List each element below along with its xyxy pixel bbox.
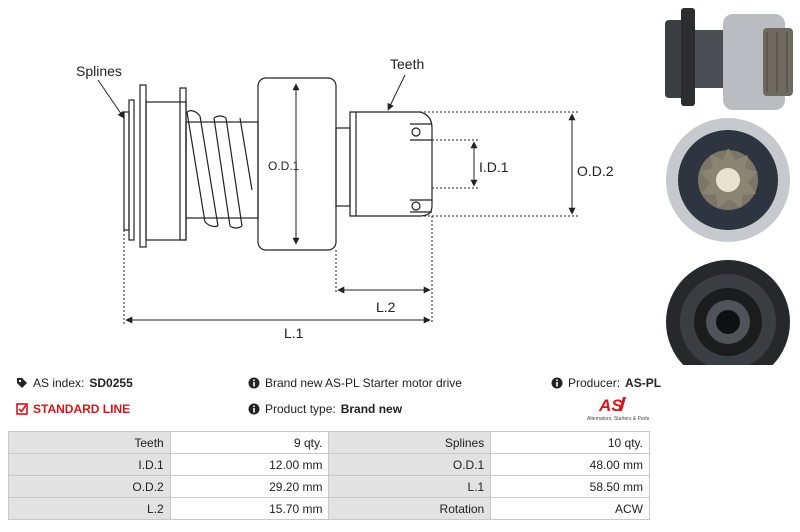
product-type-label: Product type: (265, 402, 336, 416)
product-info: AS index: SD0255 STANDARD LINE Brand new… (0, 370, 800, 428)
as-index-value: SD0255 (89, 376, 133, 390)
description: Brand new AS-PL Starter motor drive (248, 376, 462, 390)
spec-value: 12.00 mm (169, 453, 330, 476)
flange-plate (128, 99, 135, 241)
as-index-label: AS index: (33, 376, 85, 390)
logo-mark: AS (598, 396, 623, 415)
logo-subtitle: Alternators, Starters & Parts (587, 416, 650, 422)
as-pl-logo: AS Alternators, Starters & Parts (587, 396, 650, 422)
spec-label: I.D.1 (8, 453, 171, 476)
producer-label: Producer: (568, 376, 621, 390)
product-photo-side (665, 8, 793, 110)
standard-line-label: STANDARD LINE (33, 402, 131, 416)
table-row: I.D.1 12.00 mm O.D.1 48.00 mm (8, 453, 650, 476)
splines-leader (97, 79, 125, 119)
label-od1: O.D.1 (268, 159, 300, 173)
teeth-leader (387, 74, 406, 111)
spec-label: Teeth (8, 431, 171, 454)
tag-icon (17, 378, 27, 388)
label-teeth: Teeth (390, 56, 424, 72)
description-text: Brand new AS-PL Starter motor drive (265, 376, 462, 390)
product-photo-gear-front (666, 118, 790, 242)
spec-label: L.2 (8, 497, 171, 520)
spec-value: 29.20 mm (169, 475, 330, 498)
product-type-value: Brand new (340, 402, 403, 416)
info-icon (551, 377, 563, 389)
spec-label: L.1 (328, 475, 492, 498)
as-index: AS index: SD0255 (16, 376, 133, 390)
product-photo-back (666, 260, 790, 365)
label-splines: Splines (76, 63, 122, 79)
product-type: Product type: Brand new (248, 402, 402, 416)
table-row: Teeth 9 qty. Splines 10 qty. (8, 431, 650, 454)
flange-outer (123, 111, 130, 231)
spec-value: 10 qty. (490, 431, 650, 454)
spec-label: Splines (328, 431, 492, 454)
label-l1: L.1 (284, 325, 304, 341)
spec-value: 9 qty. (169, 431, 330, 454)
spec-label: O.D.2 (8, 475, 171, 498)
info-icon (248, 377, 260, 389)
spring-lines (186, 111, 253, 227)
producer: Producer: AS-PL (551, 376, 661, 390)
spec-value: 15.70 mm (169, 497, 330, 520)
label-id1: I.D.1 (479, 159, 509, 175)
pinion (349, 111, 433, 217)
standard-line: STANDARD LINE (16, 402, 130, 416)
producer-value: AS-PL (625, 376, 662, 390)
spec-table: Teeth 9 qty. Splines 10 qty. I.D.1 12.00… (8, 431, 650, 520)
flange-disc (139, 84, 147, 248)
info-icon (248, 403, 260, 415)
collar (179, 87, 187, 241)
product-photos (665, 8, 793, 365)
spec-value: ACW (490, 497, 650, 520)
label-od2: O.D.2 (577, 163, 614, 179)
spec-value: 58.50 mm (490, 475, 650, 498)
technical-drawing: Splines Teeth O.D.1 I.D.1 O.D.2 L.2 L.1 (76, 56, 614, 341)
spec-label: O.D.1 (328, 453, 492, 476)
table-row: L.2 15.70 mm Rotation ACW (8, 497, 650, 520)
spec-label: Rotation (328, 497, 492, 520)
table-row: O.D.2 29.20 mm L.1 58.50 mm (8, 475, 650, 498)
checkbox-icon (16, 403, 28, 415)
label-l2: L.2 (376, 299, 396, 315)
spec-value: 48.00 mm (490, 453, 650, 476)
